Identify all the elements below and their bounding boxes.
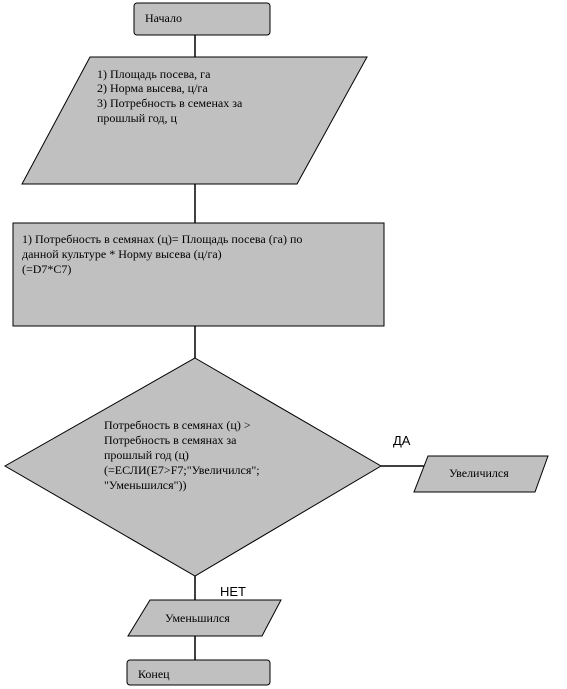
decision-line-5: "Уменьшился")) bbox=[104, 478, 187, 492]
input-parallelogram bbox=[21, 56, 368, 185]
end-terminator bbox=[126, 659, 271, 686]
end-label: Конец bbox=[138, 667, 170, 681]
input-line-2: 2) Норма высева, ц/га bbox=[97, 81, 208, 95]
no-output-label: Уменьшился bbox=[165, 611, 230, 625]
yes-branch-label: ДА bbox=[393, 433, 411, 448]
yes-output-parallelogram bbox=[413, 455, 549, 493]
decision-line-1: Потребность в семянах (ц) > bbox=[104, 418, 251, 432]
decision-diamond bbox=[3, 357, 382, 577]
yes-output-label: Увеличился bbox=[449, 466, 509, 480]
start-terminator bbox=[133, 2, 271, 36]
no-output-parallelogram bbox=[127, 599, 282, 637]
process-line-2: данной культуре * Норму высева (ц/га) bbox=[22, 247, 222, 261]
input-line-4: прошлый год, ц bbox=[97, 111, 177, 125]
decision-line-2: Потребность в семянах за bbox=[104, 433, 237, 447]
input-line-3: 3) Потребность в семенах за bbox=[97, 96, 243, 110]
start-label: Начало bbox=[145, 11, 182, 25]
no-branch-label: НЕТ bbox=[220, 584, 246, 599]
input-line-1: 1) Площадь посева, га bbox=[97, 67, 211, 81]
process-box bbox=[12, 222, 385, 327]
process-line-1: 1) Потребность в семянах (ц)= Площадь по… bbox=[22, 232, 303, 246]
process-line-3: (=D7*C7) bbox=[22, 262, 72, 276]
decision-line-3: прошлый год (ц) bbox=[104, 448, 189, 462]
decision-line-4: (=ЕСЛИ(E7>F7;"Увеличился"; bbox=[104, 463, 260, 477]
